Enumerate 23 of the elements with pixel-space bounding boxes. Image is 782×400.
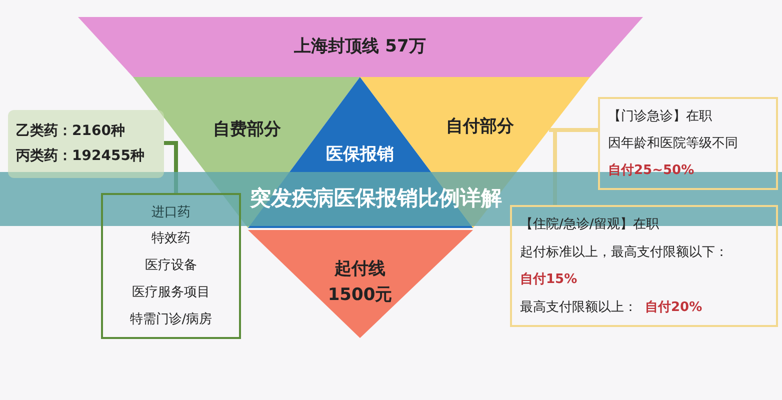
segment-label: 医保报销 bbox=[326, 143, 394, 166]
info-box bbox=[8, 110, 164, 178]
info-text: 特需门诊/病房 bbox=[130, 310, 212, 329]
segment-label: 自费部分 bbox=[213, 118, 281, 142]
title-text: 突发疾病医保报销比例详解 bbox=[250, 185, 502, 212]
info-text: 因年龄和医院等级不同 bbox=[608, 134, 738, 153]
info-text: 医疗设备 bbox=[145, 257, 197, 276]
info-text: 乙类药：2160种 bbox=[16, 122, 125, 141]
info-text: 最高支付限额以上： bbox=[520, 298, 637, 316]
info-box bbox=[598, 97, 778, 190]
info-text: 特效药 bbox=[152, 230, 190, 248]
info-text: 进口药 bbox=[152, 204, 190, 222]
info-text: 丙类药：192455种 bbox=[16, 147, 144, 166]
info-text: 自付20% bbox=[645, 298, 702, 316]
info-box bbox=[101, 193, 241, 339]
info-box bbox=[510, 205, 778, 327]
segment-label: 上海封顶线 57万 bbox=[294, 35, 426, 58]
segment-label: 起付线 1500元 bbox=[326, 258, 394, 307]
info-text: 【门诊急诊】在职 bbox=[608, 108, 712, 126]
segment-label: 自付部分 bbox=[446, 115, 514, 138]
info-text: 自付15% bbox=[520, 271, 578, 289]
info-text: 起付标准以上，最高支付限额以下： bbox=[520, 244, 728, 262]
info-text: 医疗服务项目 bbox=[132, 284, 210, 302]
